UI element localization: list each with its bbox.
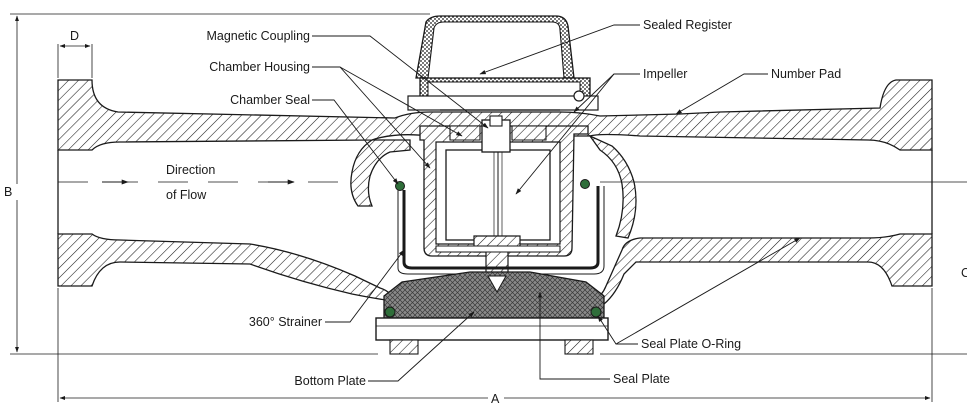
label-bottom-plate: Bottom Plate xyxy=(294,374,366,388)
dimension-label-d: D xyxy=(70,29,79,43)
label-direction-of-flow-2: of Flow xyxy=(166,188,207,202)
dimension-label-c: C xyxy=(961,266,967,280)
dimension-label-a: A xyxy=(491,392,500,403)
seal-plate-oring-right xyxy=(590,306,602,318)
label-strainer: 360° Strainer xyxy=(249,315,322,329)
bottom-plate xyxy=(375,317,609,341)
dimension-lines xyxy=(10,13,967,402)
sealed-register xyxy=(407,15,599,111)
meter-body xyxy=(57,79,933,305)
label-sealed-register: Sealed Register xyxy=(643,18,732,32)
chamber-wall-right xyxy=(588,134,637,239)
label-seal-plate-oring: Seal Plate O-Ring xyxy=(641,337,741,351)
leader-lines xyxy=(312,24,801,382)
label-seal-plate: Seal Plate xyxy=(613,372,670,386)
measuring-chamber xyxy=(395,115,590,277)
bottom-assembly xyxy=(375,271,609,355)
seal-plate-oring-left xyxy=(384,306,396,318)
label-direction-of-flow-1: Direction xyxy=(166,163,215,177)
label-chamber-seal: Chamber Seal xyxy=(230,93,310,107)
chamber-seal-right xyxy=(580,179,590,189)
label-chamber-housing: Chamber Housing xyxy=(209,60,310,74)
label-impeller: Impeller xyxy=(643,67,687,81)
lower-body-wall-right xyxy=(592,233,933,305)
strainer-screen xyxy=(402,186,600,270)
lower-body-wall-left xyxy=(57,233,393,301)
label-number-pad: Number Pad xyxy=(771,67,841,81)
label-magnetic-coupling: Magnetic Coupling xyxy=(206,29,310,43)
chamber-wall-left xyxy=(350,139,411,207)
callout-labels: Magnetic Coupling Chamber Housing Chambe… xyxy=(166,18,841,388)
dimension-labels: B D A C xyxy=(4,29,967,406)
dimension-label-b: B xyxy=(4,185,12,199)
upper-body-wall xyxy=(57,79,933,151)
